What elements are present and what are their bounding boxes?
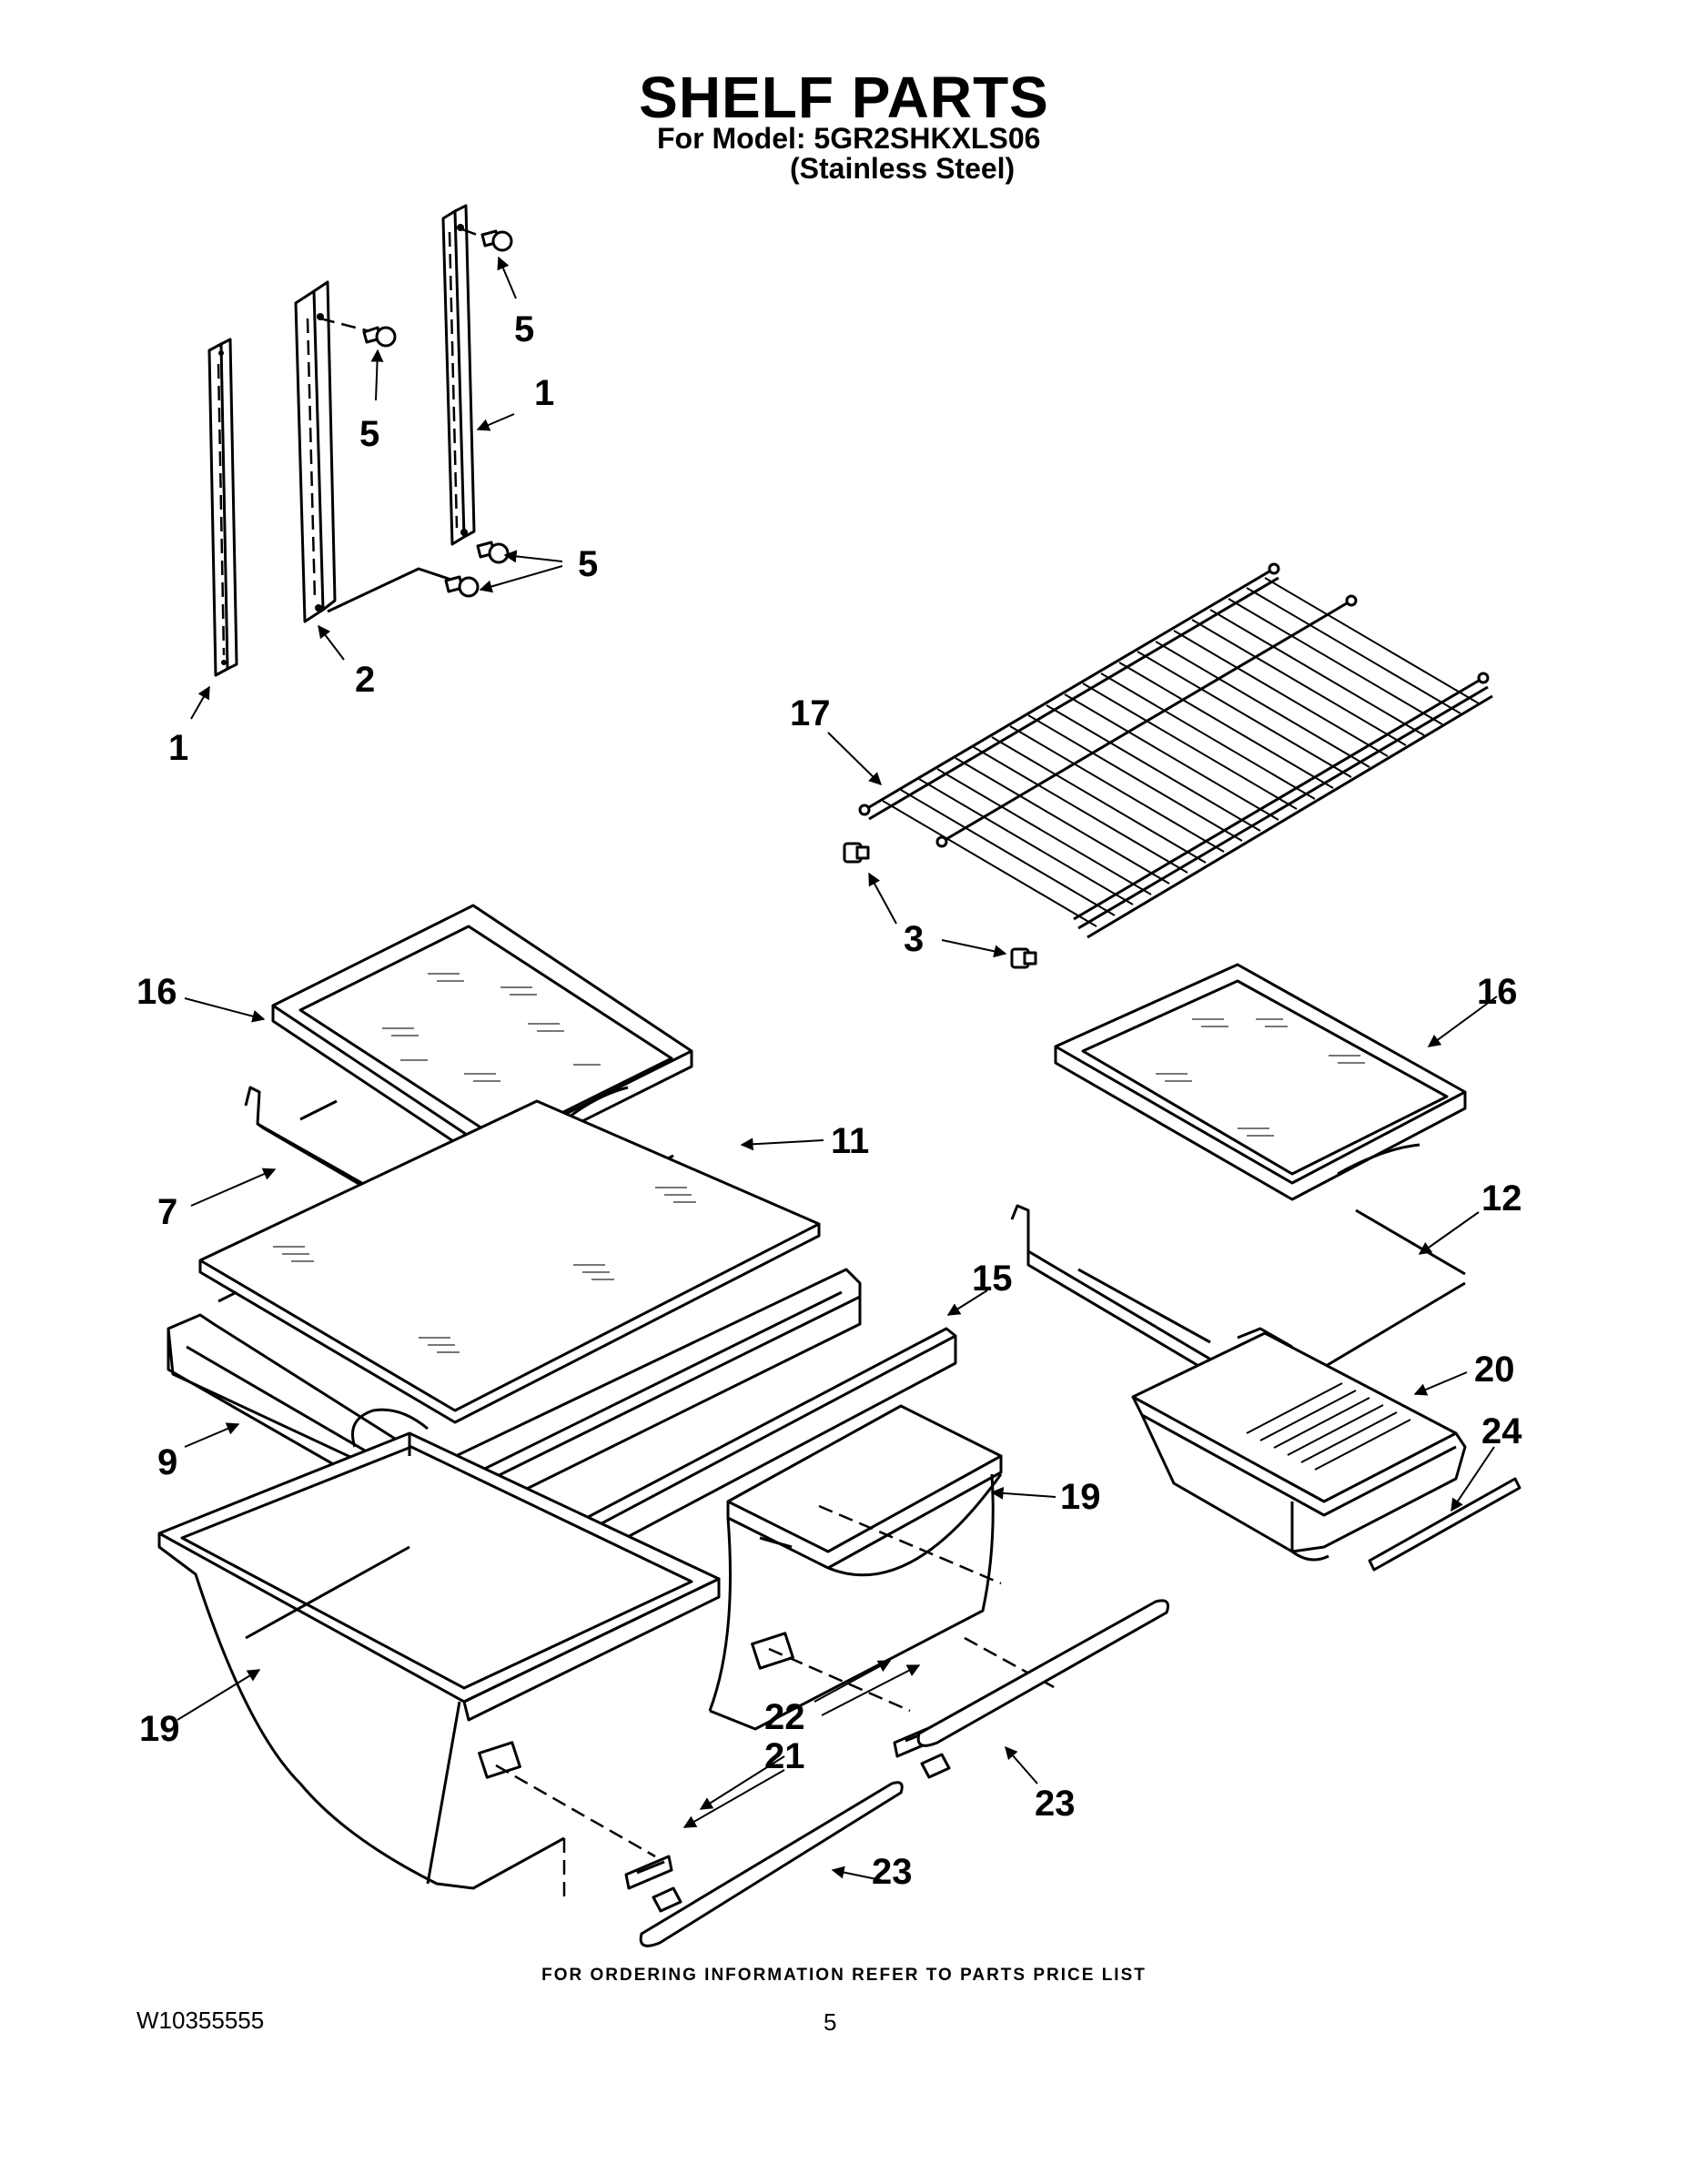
- shelf-pin: [843, 842, 870, 864]
- callout-label: 2: [355, 660, 375, 700]
- callout-label: 19: [139, 1709, 180, 1749]
- deli-trim: [1368, 1477, 1521, 1572]
- rail-right: [441, 204, 488, 546]
- callout-label: 5: [359, 414, 379, 454]
- callout-label: 5: [514, 309, 534, 349]
- shelf-pin: [1010, 947, 1037, 969]
- page-title: SHELF PARTS: [639, 65, 1049, 130]
- callout-label: 23: [1035, 1784, 1076, 1824]
- callout-label: 12: [1481, 1178, 1522, 1218]
- callout-label: 21: [764, 1736, 805, 1776]
- callout-label: 16: [136, 972, 177, 1012]
- callout-labels: 5 5 1 5 2 1 17 3 16 11 7 16 12 15 20 9 2…: [136, 309, 1522, 1892]
- crisper-drawer-left: [157, 1431, 721, 1890]
- screw: [480, 229, 513, 252]
- glass-shelf-right: [1054, 963, 1467, 1201]
- callout-label: 23: [872, 1852, 913, 1892]
- callout-label: 7: [157, 1192, 177, 1232]
- callout-label: 9: [157, 1442, 177, 1482]
- wire-shelf: [858, 562, 1493, 939]
- callout-label: 11: [831, 1121, 869, 1161]
- rail-center: [294, 280, 460, 623]
- callout-label: 1: [168, 728, 188, 768]
- callout-label: 19: [1060, 1477, 1101, 1517]
- callout-label: 20: [1474, 1350, 1515, 1390]
- drawer-handle-left: [639, 1781, 904, 1947]
- finish-line: (Stainless Steel): [790, 152, 1016, 185]
- callout-label: 15: [972, 1259, 1013, 1299]
- slide-left: [624, 1855, 682, 1913]
- callout-label: 24: [1481, 1411, 1522, 1451]
- model-line: For Model: 5GR2SHKXLS06: [657, 122, 1041, 155]
- callout-label: 16: [1477, 972, 1518, 1012]
- callout-label: 5: [578, 544, 598, 584]
- screw: [444, 575, 480, 598]
- glass-panel: [198, 1099, 821, 1424]
- screw: [362, 326, 397, 348]
- screw: [476, 541, 510, 564]
- deli-drawer: [1131, 1327, 1467, 1562]
- callout-label: 1: [534, 373, 554, 413]
- callout-label: 17: [790, 693, 831, 733]
- page-number: 5: [824, 2008, 837, 2036]
- leader-lines: [177, 256, 1498, 1881]
- rail-left: [207, 338, 238, 677]
- document-number: W10355555: [136, 2007, 265, 2034]
- callout-label: 22: [764, 1697, 805, 1737]
- drawer-handle-right: [916, 1599, 1169, 1747]
- ordering-note: FOR ORDERING INFORMATION REFER TO PARTS …: [541, 1966, 1147, 1985]
- crisper-drawer-right: [708, 1404, 1003, 1731]
- callout-label: 3: [904, 919, 924, 959]
